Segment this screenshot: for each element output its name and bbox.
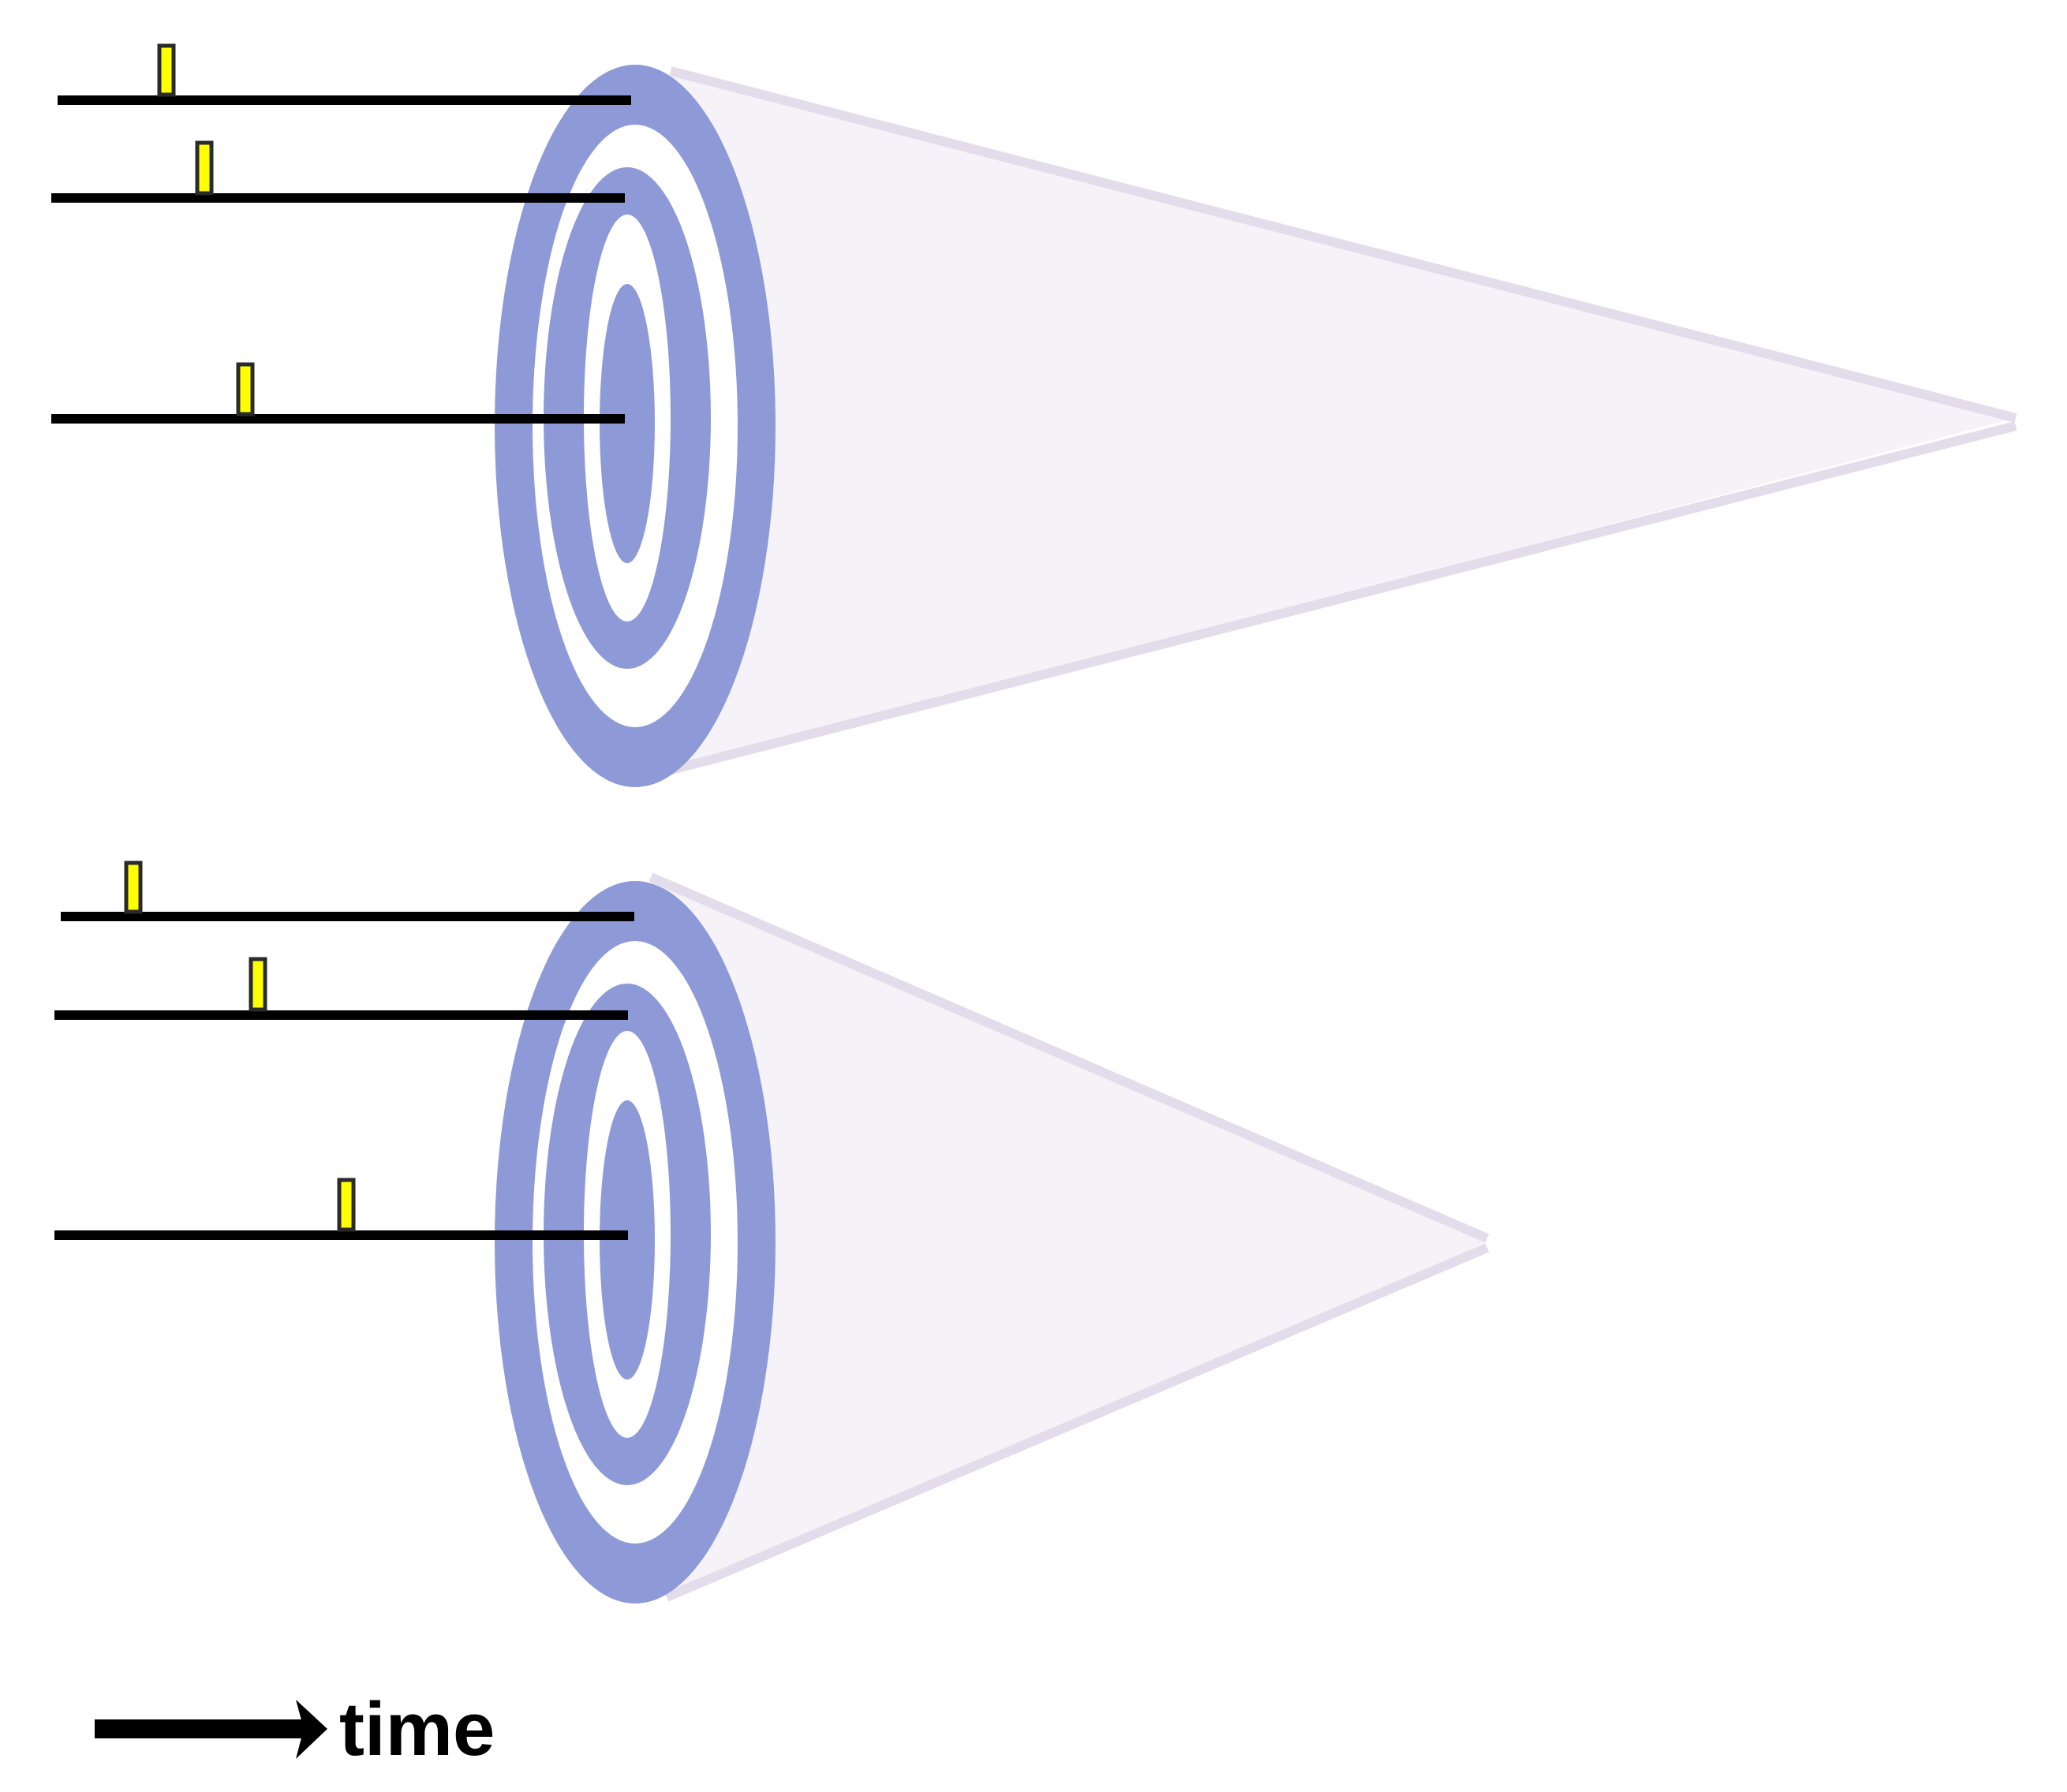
time-label: time: [339, 1687, 495, 1771]
bottom-spike-marker-center: [337, 1178, 356, 1232]
bottom-cone-upper-edge: [649, 872, 1490, 1243]
top-spike-marker-outer: [157, 43, 176, 97]
time-arrow-head: [296, 1700, 327, 1759]
top-rings: [495, 65, 776, 787]
top-spike-marker-middle: [195, 140, 214, 196]
bottom-spike-marker-middle: [249, 957, 267, 1012]
time-arrow: time: [95, 1687, 495, 1771]
bottom-cone: [651, 877, 1487, 1597]
bottom-cone-lower-edge: [664, 1243, 1490, 1602]
top-cone-lower-edge: [657, 421, 2017, 778]
top-cone: [659, 71, 2016, 773]
bottom-spike-marker-outer: [124, 861, 143, 914]
top-ring-core: [600, 284, 655, 563]
bottom-panel: [54, 861, 1490, 1603]
bottom-rings: [495, 881, 776, 1603]
top-cone-upper-edge: [669, 66, 2017, 423]
top-panel: [51, 43, 2017, 787]
time-arrow-shaft: [95, 1719, 304, 1738]
top-spike-marker-center: [236, 362, 255, 416]
